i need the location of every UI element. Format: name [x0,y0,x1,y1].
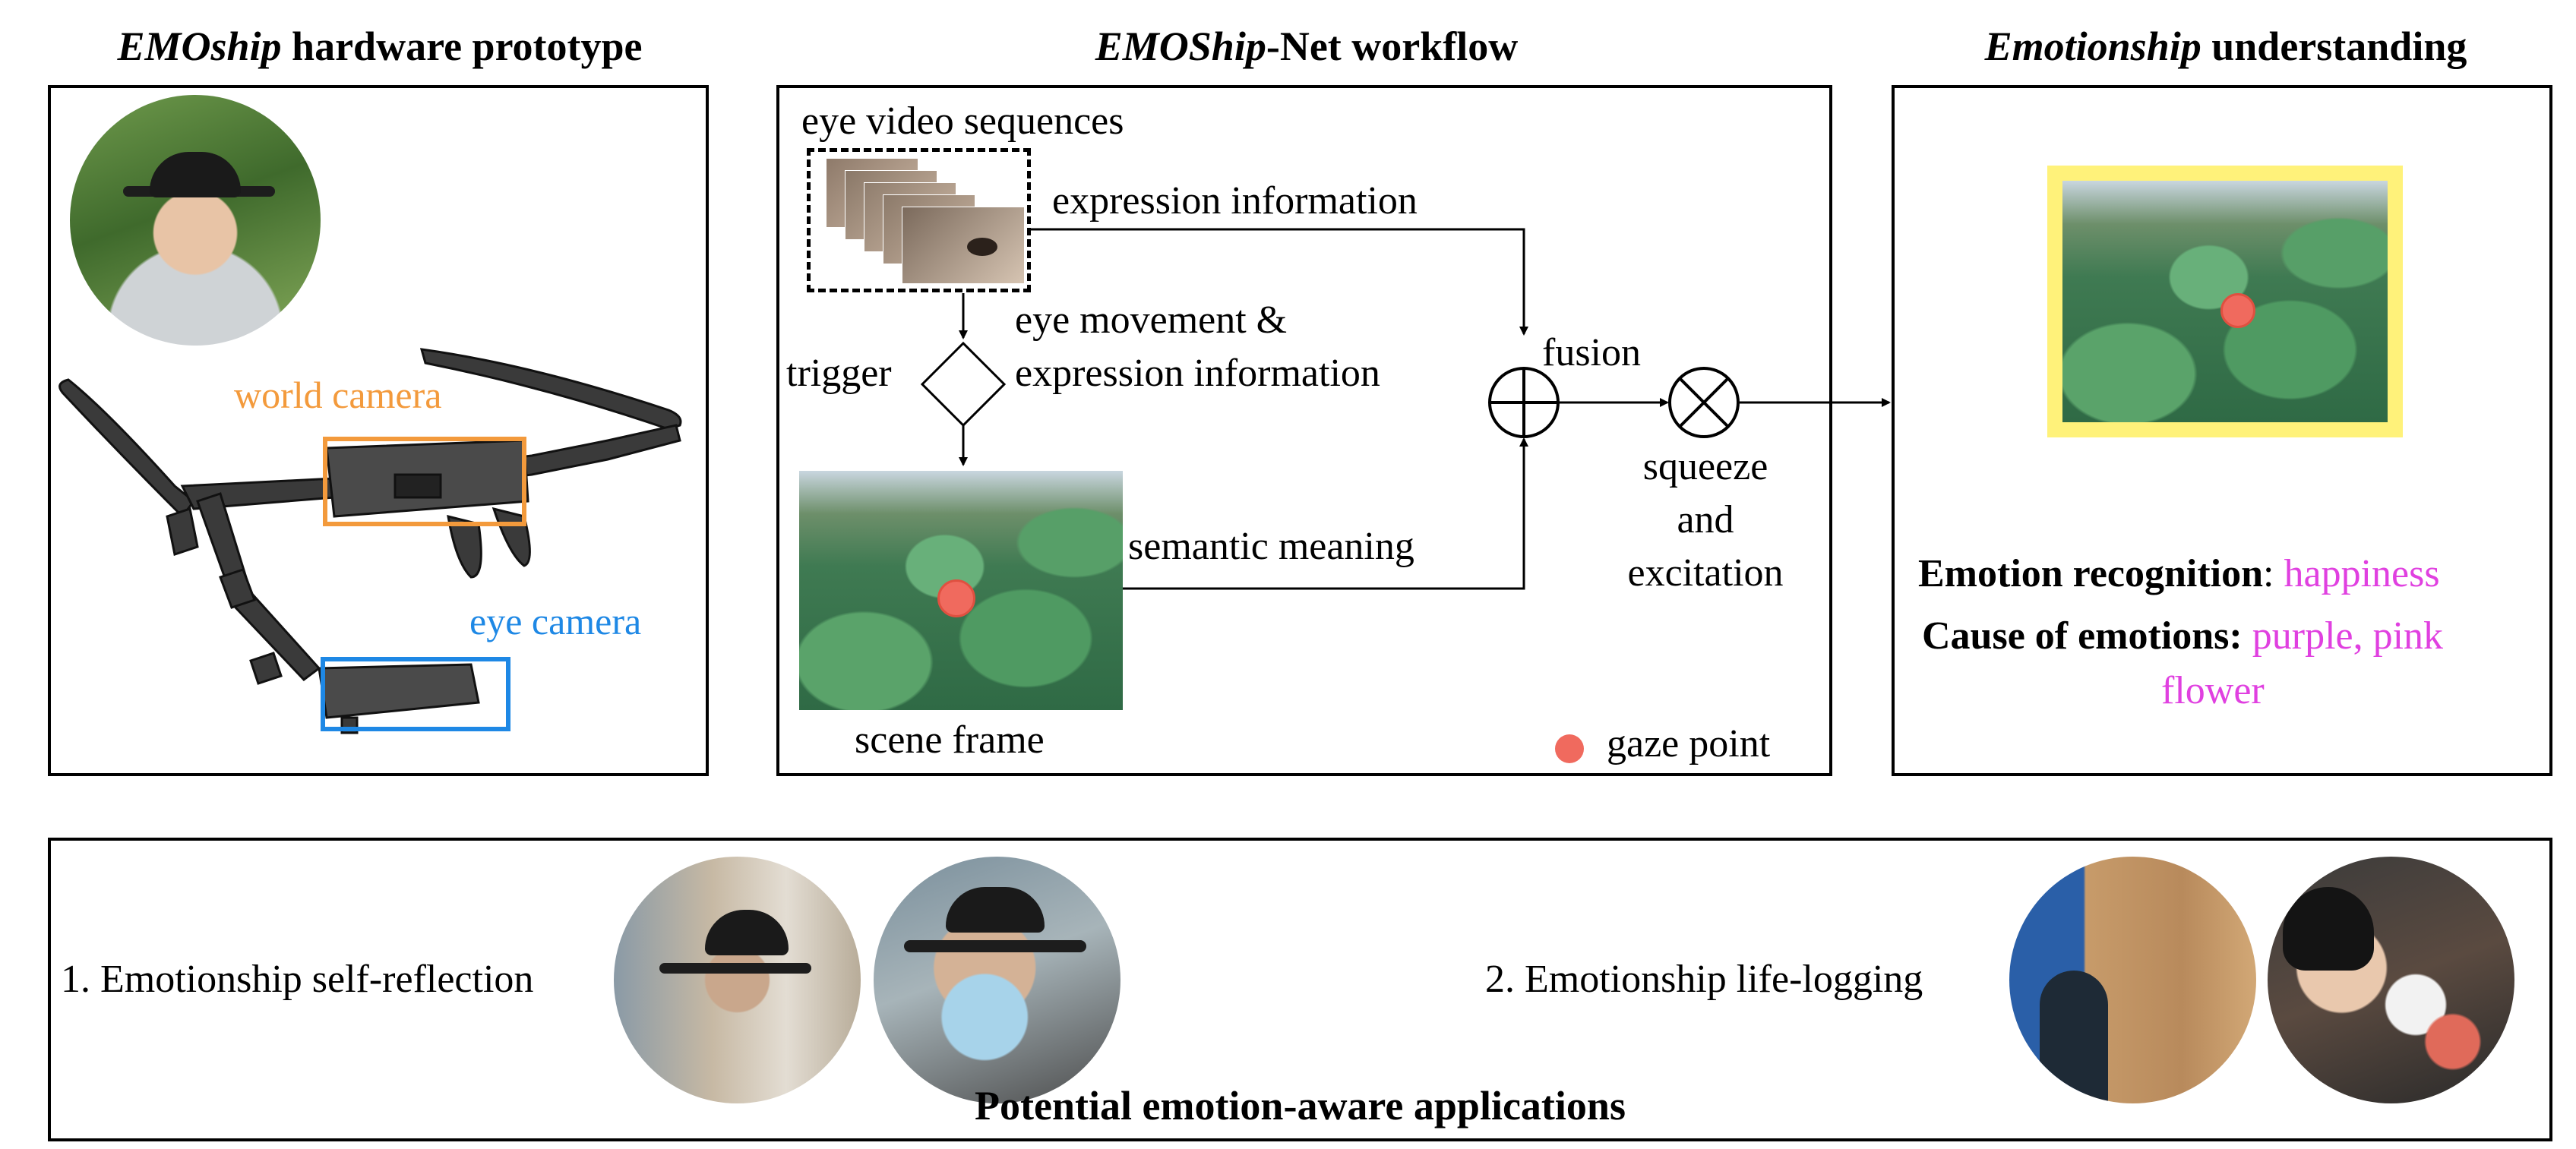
eye-video-stack [807,148,1031,292]
squeeze-label: squeeze [1642,445,1768,488]
head-strap [904,940,1086,952]
cause-of-emotions-line: Cause of emotions: purple, pink [1922,614,2443,659]
app-self-reflection-label: 1. Emotionship self-reflection [61,958,534,1001]
hair [2283,887,2374,971]
eye-video-sequences-label: eye video sequences [801,99,1124,143]
semantic-meaning-label: semantic meaning [1128,525,1414,568]
panel2-title: EMOShip-Net workflow [775,23,1838,70]
and-label: and [1677,498,1734,541]
gaze-point-label: gaze point [1607,722,1771,765]
panel1-title: EMOship hardware prototype [46,23,714,70]
life-logging-photo-meal [2268,857,2514,1103]
life-logging-photo-gym [2009,857,2256,1103]
scene-frame-photo [799,471,1123,710]
panel1-title-rest: hardware prototype [281,24,643,69]
panel2-title-rest: -Net workflow [1266,24,1519,69]
head-strap [659,963,811,974]
trigger-label: trigger [786,352,892,395]
eye-frame-front [902,207,1025,284]
gaze-dot-scene [937,579,975,617]
understanding-scene-photo [2062,181,2388,422]
gaze-point-legend-dot [1555,734,1584,763]
eye-iris [967,238,997,256]
person-silhouette [2040,971,2108,1103]
eye-movement-label-line2: expression information [1015,352,1380,395]
panel3-title-rest: understanding [2201,24,2467,69]
hair [705,910,789,955]
world-camera-label: world camera [234,374,442,416]
expression-information-label: expression information [1052,179,1418,223]
hair [946,887,1045,933]
cause-value-line2: flower [2161,669,2265,712]
cause-of-emotions-label: Cause of emotions: [1922,614,2243,658]
panel3-title: Emotionship understanding [1899,23,2552,70]
highlighted-scene-frame [2047,166,2403,437]
gaze-dot-understanding [2220,293,2255,328]
user-portrait-photo [70,95,321,346]
panel3-title-italic: Emotionship [1984,24,2201,69]
self-reflection-photo-car [874,857,1120,1103]
eye-movement-label-line1: eye movement & [1015,298,1288,342]
cause-value-line1: purple, pink [2252,614,2444,658]
emotion-recognition-colon: : [2263,552,2284,595]
panel1-title-italic: EMOship [117,24,282,69]
eye-camera-label: eye camera [469,600,642,642]
fusion-label: fusion [1542,331,1641,374]
self-reflection-photo-office [614,857,861,1103]
emotion-recognition-label: Emotion recognition [1918,552,2264,595]
hair [150,152,241,197]
excitation-label: excitation [1627,551,1784,595]
emotion-recognition-line: Emotion recognition: happiness [1918,551,2440,597]
scene-frame-label: scene frame [855,718,1045,762]
emotion-recognition-value: happiness [2284,552,2440,595]
app-life-logging-label: 2. Emotionship life-logging [1485,958,1923,1001]
applications-caption: Potential emotion-aware applications [975,1083,1626,1128]
panel2-title-italic: EMOShip [1095,24,1266,69]
